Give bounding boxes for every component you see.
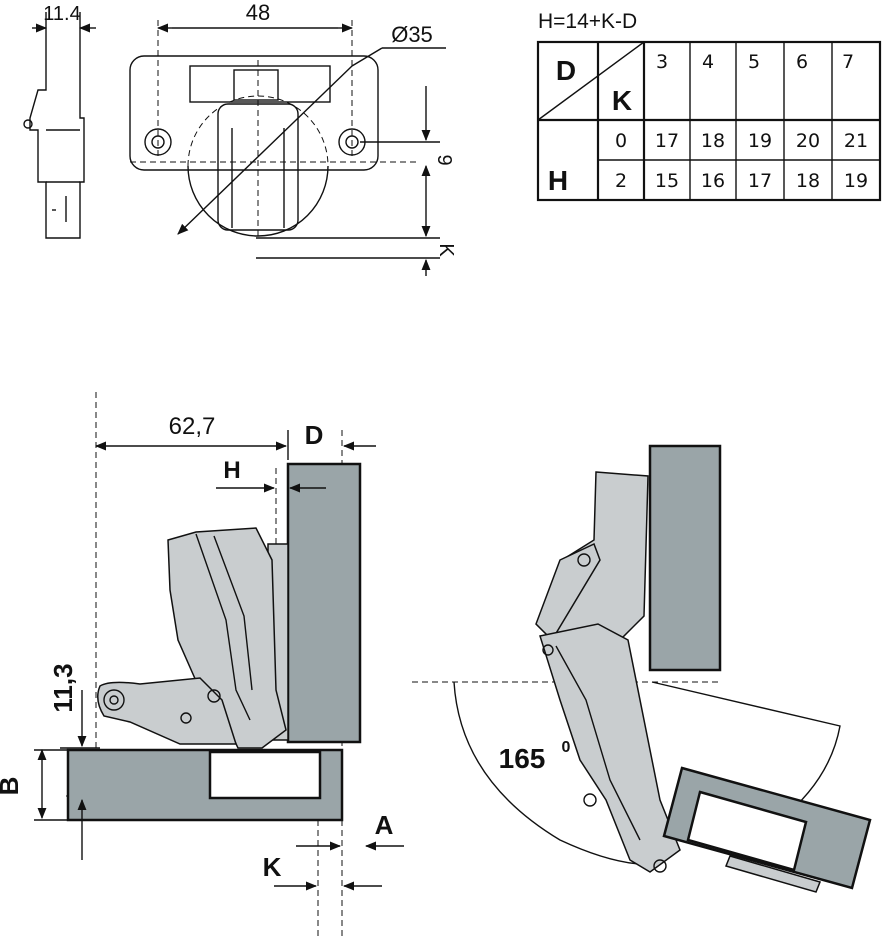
header-h: H [548,165,568,196]
dim-depth: 62,7 [169,413,216,440]
k-value: 0 [615,130,627,152]
dim-diameter: Ø35 [391,22,433,47]
h-value: 17 [748,170,772,192]
d-value: 4 [702,51,714,73]
door-panel [286,462,362,744]
label-h: H [223,457,240,484]
d-value: 6 [796,51,808,73]
hinge-arm [167,527,287,749]
table-formula: H=14+K-D [538,10,637,33]
h-value: 18 [701,130,725,152]
angle-unit: 0 [562,739,571,756]
h-table: H=14+K-D D K H 3 4 5 6 7 0 17 18 19 20 2… [536,10,882,202]
hinge-arm-open [539,623,681,873]
dim-height: 11,3 [48,663,78,712]
header-d: D [556,55,576,86]
closed-hinge-view: 62,7 D H 11,3 B K A [0,392,404,938]
label-d: D [305,420,324,450]
k-value: 2 [615,170,627,192]
label-k: K [263,852,282,882]
d-value: 7 [842,51,854,73]
dim-width: 48 [246,0,270,25]
d-value: 5 [748,51,760,73]
label-a: A [375,810,394,840]
dim-k: K [435,243,457,257]
open-hinge-view: 165 0 [412,444,872,893]
h-value: 15 [655,170,679,192]
label-b: B [0,777,24,796]
header-k: K [612,85,632,116]
d-value: 3 [656,51,668,73]
h-value: 16 [701,170,725,192]
h-value: 19 [844,170,868,192]
side-profile: 11.4 [23,3,96,239]
hinge-link [97,677,238,745]
door-panel-open [648,444,722,672]
dim-offset: 9 [433,154,455,165]
dim-side-width: 11.4 [43,3,80,25]
angle-value: 165 [499,743,546,774]
h-value: 17 [655,130,679,152]
h-value: 19 [748,130,772,152]
h-value: 18 [796,170,820,192]
h-value: 20 [796,130,820,152]
h-value: 21 [844,130,868,152]
top-view: 48 Ø35 9 K [129,0,457,276]
